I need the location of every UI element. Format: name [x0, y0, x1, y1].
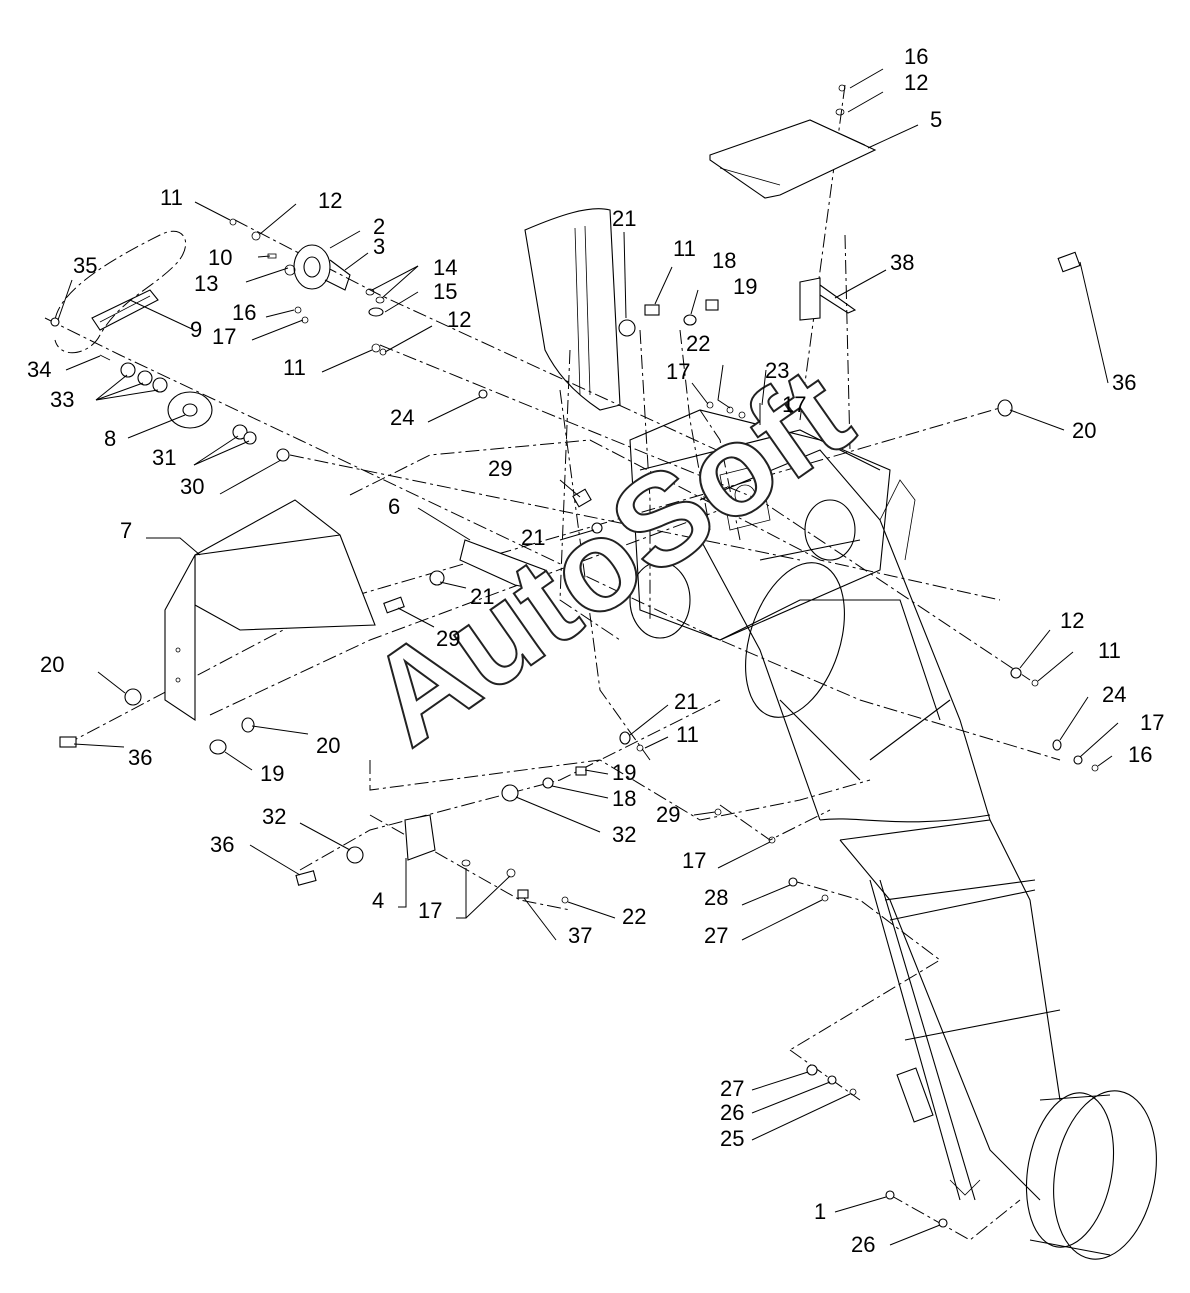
- drive-housing: [629, 409, 891, 641]
- callout-label: 9: [190, 317, 202, 342]
- callout-label: 24: [1102, 682, 1126, 707]
- callout-label: 27: [704, 923, 728, 948]
- callout-label: 36: [128, 745, 152, 770]
- callout-label: 10: [208, 245, 232, 270]
- sprockets: [167, 244, 351, 429]
- part-38-bracket: [799, 277, 857, 321]
- callout-label: 12: [1060, 608, 1084, 633]
- callout-label: 12: [318, 188, 342, 213]
- callout-label: 4: [372, 888, 384, 913]
- callout-label: 1: [814, 1199, 826, 1224]
- part-4-bracket: [404, 814, 436, 861]
- callout-label: 36: [1112, 370, 1136, 395]
- callout-label: 2: [373, 214, 385, 239]
- callout-label: 18: [712, 248, 736, 273]
- callout-label: 22: [622, 904, 646, 929]
- callout-label: 17: [682, 848, 706, 873]
- callout-label: 19: [733, 274, 757, 299]
- part-9-chain: [54, 230, 187, 354]
- callout-label: 25: [720, 1126, 744, 1151]
- hardware: [50, 84, 1099, 1228]
- callout-label: 30: [180, 474, 204, 499]
- callout-label: 11: [283, 355, 306, 380]
- callout-label: 26: [851, 1232, 875, 1257]
- callout-label: 28: [704, 885, 728, 910]
- upper-panel: [524, 208, 621, 411]
- callout-label: 15: [433, 279, 457, 304]
- callout-label: 32: [262, 804, 286, 829]
- callout-label: 7: [120, 518, 132, 543]
- callout-label: 37: [568, 923, 592, 948]
- callout-label: 33: [50, 387, 74, 412]
- leader-lines: [57, 68, 1119, 1246]
- callout-label: 21: [521, 525, 545, 550]
- callout-label: 36: [210, 832, 234, 857]
- callout-label: 16: [232, 300, 256, 325]
- callout-label: 20: [1072, 418, 1096, 443]
- callout-numbers: 16 12 5 38 36 20 12 11 24 17 16 11 12 2 …: [27, 44, 1164, 1257]
- callout-label: 19: [260, 761, 284, 786]
- conveyor-tube: [689, 449, 1157, 1260]
- callout-label: 20: [316, 733, 340, 758]
- callout-label: 12: [447, 307, 471, 332]
- callout-label: 21: [470, 584, 494, 609]
- callout-label: 5: [930, 107, 942, 132]
- callout-label: 16: [904, 44, 928, 69]
- part-6-bracket: [459, 539, 546, 591]
- callout-label: 21: [612, 206, 636, 231]
- center-lines: [44, 84, 1061, 1241]
- callout-label: 6: [388, 494, 400, 519]
- callout-label: 12: [904, 70, 928, 95]
- callout-label: 34: [27, 357, 51, 382]
- callout-label: 19: [612, 760, 636, 785]
- callout-label: 14: [433, 255, 457, 280]
- callout-label: 11: [673, 236, 696, 261]
- callout-label: 20: [40, 652, 64, 677]
- callout-label: 27: [720, 1076, 744, 1101]
- callout-label: 17: [1140, 710, 1164, 735]
- callout-label: 29: [488, 456, 512, 481]
- callout-label: 11: [676, 722, 699, 747]
- callout-label: 17: [418, 898, 442, 923]
- callout-label: 11: [1098, 638, 1121, 663]
- callout-label: 18: [612, 786, 636, 811]
- callout-label: 23: [765, 358, 789, 383]
- callout-label: 8: [104, 426, 116, 451]
- part-5-plate: [709, 119, 877, 199]
- callout-label: 32: [612, 822, 636, 847]
- callout-label: 24: [390, 405, 414, 430]
- callout-label: 21: [674, 689, 698, 714]
- callout-label: 35: [73, 253, 97, 278]
- callout-label: 13: [194, 271, 218, 296]
- callout-label: 11: [160, 185, 183, 210]
- callout-label: 22: [686, 331, 710, 356]
- callout-label: 17: [666, 359, 690, 384]
- callout-label: 38: [890, 250, 914, 275]
- part-7-shield: [164, 499, 376, 722]
- callout-label: 3: [373, 234, 385, 259]
- callout-label: 17: [212, 324, 236, 349]
- callout-label: 29: [436, 626, 460, 651]
- callout-label: 16: [1128, 742, 1152, 767]
- callout-label: 31: [152, 445, 176, 470]
- callout-label: 26: [720, 1100, 744, 1125]
- callout-label: 29: [656, 802, 680, 827]
- callout-label: 17: [782, 392, 806, 417]
